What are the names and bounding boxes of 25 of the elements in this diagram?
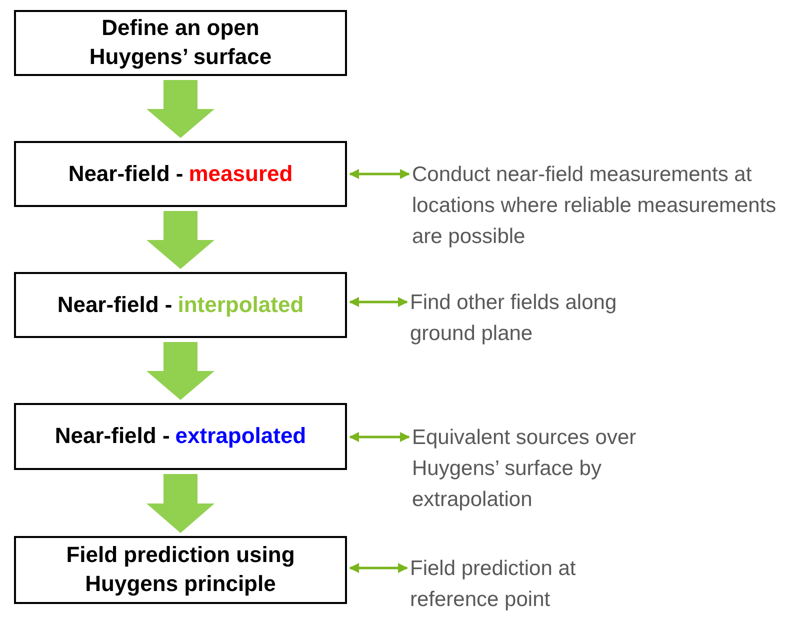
step-label: Near-field - [54,423,170,448]
step-label: Field prediction using Huygens principle [66,542,295,596]
step-label: Define an open Huygens’ surface [89,15,272,69]
process-box [14,403,347,470]
double-arrow [349,563,408,573]
process-box [14,141,347,207]
double-arrow [349,432,410,442]
block-arrow [146,211,214,269]
block-arrow [146,342,214,400]
step-label: Near-field - [57,292,172,317]
process-box [14,272,347,338]
description-text: Field prediction at reference point [410,553,640,617]
block-arrow [146,80,214,138]
description-text: Conduct near-field measurements at locations where reliable measurements are possible [412,159,797,255]
step-label: Near-field - [68,160,184,186]
description-text: Equivalent sources over Huygens’ surface by extrapolation [412,422,702,518]
status-label: measured [188,160,293,186]
status-label: interpolated [178,292,304,317]
status-label: extrapolated [175,423,306,448]
process-box [14,10,347,76]
double-arrow [349,297,408,307]
block-arrow [146,474,214,533]
process-box [14,536,347,604]
double-arrow [349,169,410,179]
description-text: Find other fields along ground plane [410,287,680,351]
